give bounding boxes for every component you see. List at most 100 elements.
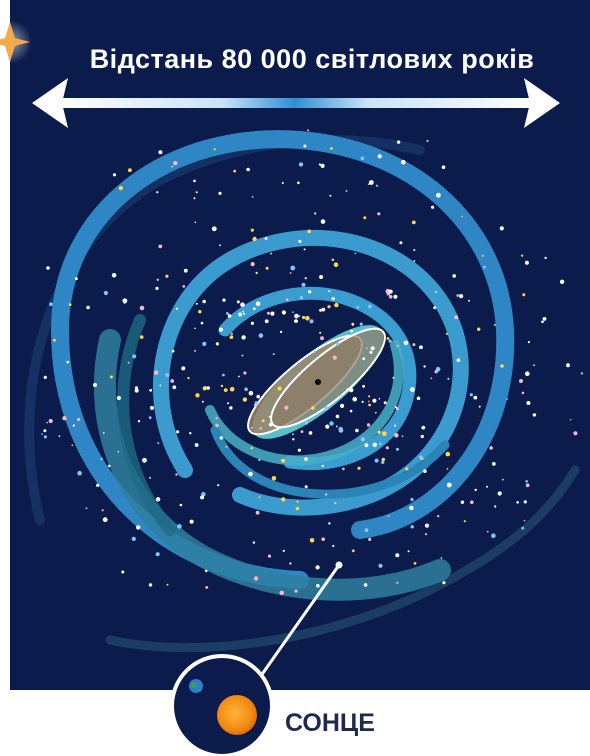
star-dot bbox=[331, 258, 335, 262]
star-dot bbox=[544, 256, 547, 260]
star-dot bbox=[519, 379, 523, 383]
star-dot bbox=[183, 268, 188, 273]
star-dot bbox=[301, 282, 306, 287]
star-dot bbox=[201, 492, 206, 497]
star-dot bbox=[101, 509, 104, 512]
star-dot bbox=[401, 435, 404, 438]
star-dot bbox=[396, 581, 399, 584]
star-dot bbox=[413, 562, 417, 565]
star-dot bbox=[456, 358, 461, 363]
star-dot bbox=[388, 295, 393, 299]
star-dot bbox=[294, 313, 299, 319]
star-dot bbox=[213, 148, 216, 151]
star-dot bbox=[304, 457, 308, 461]
star-dot bbox=[77, 470, 82, 476]
star-dot bbox=[436, 192, 441, 198]
star-dot bbox=[281, 497, 286, 502]
star-dot bbox=[493, 324, 496, 326]
star-dot bbox=[470, 500, 474, 505]
star-dot bbox=[182, 285, 186, 288]
star-dot bbox=[309, 538, 315, 543]
central-bulge-outline-2 bbox=[270, 327, 386, 429]
left-thin-arm bbox=[117, 314, 176, 536]
star-dot bbox=[289, 562, 292, 565]
star-dot bbox=[566, 363, 570, 368]
star-dot bbox=[394, 406, 397, 409]
star-dot bbox=[363, 583, 368, 587]
star-dot bbox=[134, 386, 139, 390]
star-dot bbox=[127, 168, 132, 173]
star-dot bbox=[250, 446, 254, 450]
star-dot bbox=[222, 298, 226, 302]
star-dot bbox=[118, 186, 123, 191]
star-dot bbox=[333, 262, 339, 268]
star-dot bbox=[459, 294, 464, 299]
star-dot bbox=[243, 371, 247, 375]
star-dot bbox=[483, 265, 486, 269]
inner-teal-arm bbox=[205, 340, 404, 466]
star-dot bbox=[394, 433, 399, 438]
star-dot bbox=[580, 372, 584, 375]
star-dot bbox=[416, 396, 421, 401]
star-dot bbox=[346, 388, 349, 391]
star-dot bbox=[411, 220, 416, 225]
star-dot bbox=[155, 497, 161, 502]
star-dot bbox=[366, 423, 371, 427]
star-dot bbox=[377, 430, 381, 434]
star-dot bbox=[424, 533, 428, 536]
star-dot bbox=[441, 165, 446, 169]
earth-icon bbox=[189, 679, 203, 693]
star-dot bbox=[241, 335, 246, 340]
star-dot bbox=[375, 411, 377, 414]
star-dot bbox=[363, 216, 367, 220]
star-dot bbox=[194, 349, 197, 352]
star-dot bbox=[194, 443, 199, 447]
star-dot bbox=[265, 266, 269, 270]
star-dot bbox=[320, 163, 325, 168]
star-dot bbox=[149, 477, 151, 479]
star-dot bbox=[43, 429, 47, 433]
star-dot bbox=[156, 191, 159, 194]
star-dot bbox=[142, 457, 147, 463]
star-dot bbox=[261, 419, 265, 423]
star-dot bbox=[559, 279, 565, 284]
star-dot bbox=[321, 307, 326, 312]
star-dot bbox=[463, 520, 466, 523]
star-dot bbox=[243, 312, 246, 315]
star-dot bbox=[304, 277, 307, 280]
star-dot bbox=[336, 342, 340, 346]
arrow-right-head bbox=[524, 78, 560, 128]
star-dot bbox=[248, 471, 253, 477]
star-dot bbox=[377, 212, 381, 216]
star-dot bbox=[238, 312, 243, 317]
star-dot bbox=[328, 522, 331, 525]
star-dot bbox=[268, 415, 271, 418]
star-dot bbox=[355, 428, 359, 433]
star-dot bbox=[136, 525, 141, 530]
star-dot bbox=[533, 364, 535, 367]
star-dot bbox=[223, 388, 228, 392]
star-dot bbox=[148, 583, 153, 587]
star-dot bbox=[423, 365, 426, 368]
star-dot bbox=[264, 237, 268, 240]
star-dot bbox=[368, 180, 374, 185]
star-dot bbox=[250, 262, 255, 267]
star-dot bbox=[240, 302, 245, 308]
star-dot bbox=[268, 422, 273, 427]
star-dot bbox=[368, 304, 372, 309]
star-dot bbox=[86, 305, 90, 310]
star-dot bbox=[478, 405, 481, 408]
middle-spiral-arm bbox=[152, 229, 469, 516]
star-dot bbox=[385, 446, 389, 450]
star-dot bbox=[460, 500, 465, 504]
star-dot bbox=[148, 416, 152, 419]
star-dot bbox=[329, 194, 332, 197]
star-dot bbox=[215, 417, 218, 420]
star-dot bbox=[253, 307, 256, 311]
star-dot bbox=[382, 431, 387, 437]
star-dot bbox=[219, 244, 222, 247]
star-dot bbox=[200, 495, 205, 500]
star-dot bbox=[253, 576, 259, 581]
star-dot bbox=[364, 443, 369, 448]
star-dot bbox=[307, 129, 310, 132]
